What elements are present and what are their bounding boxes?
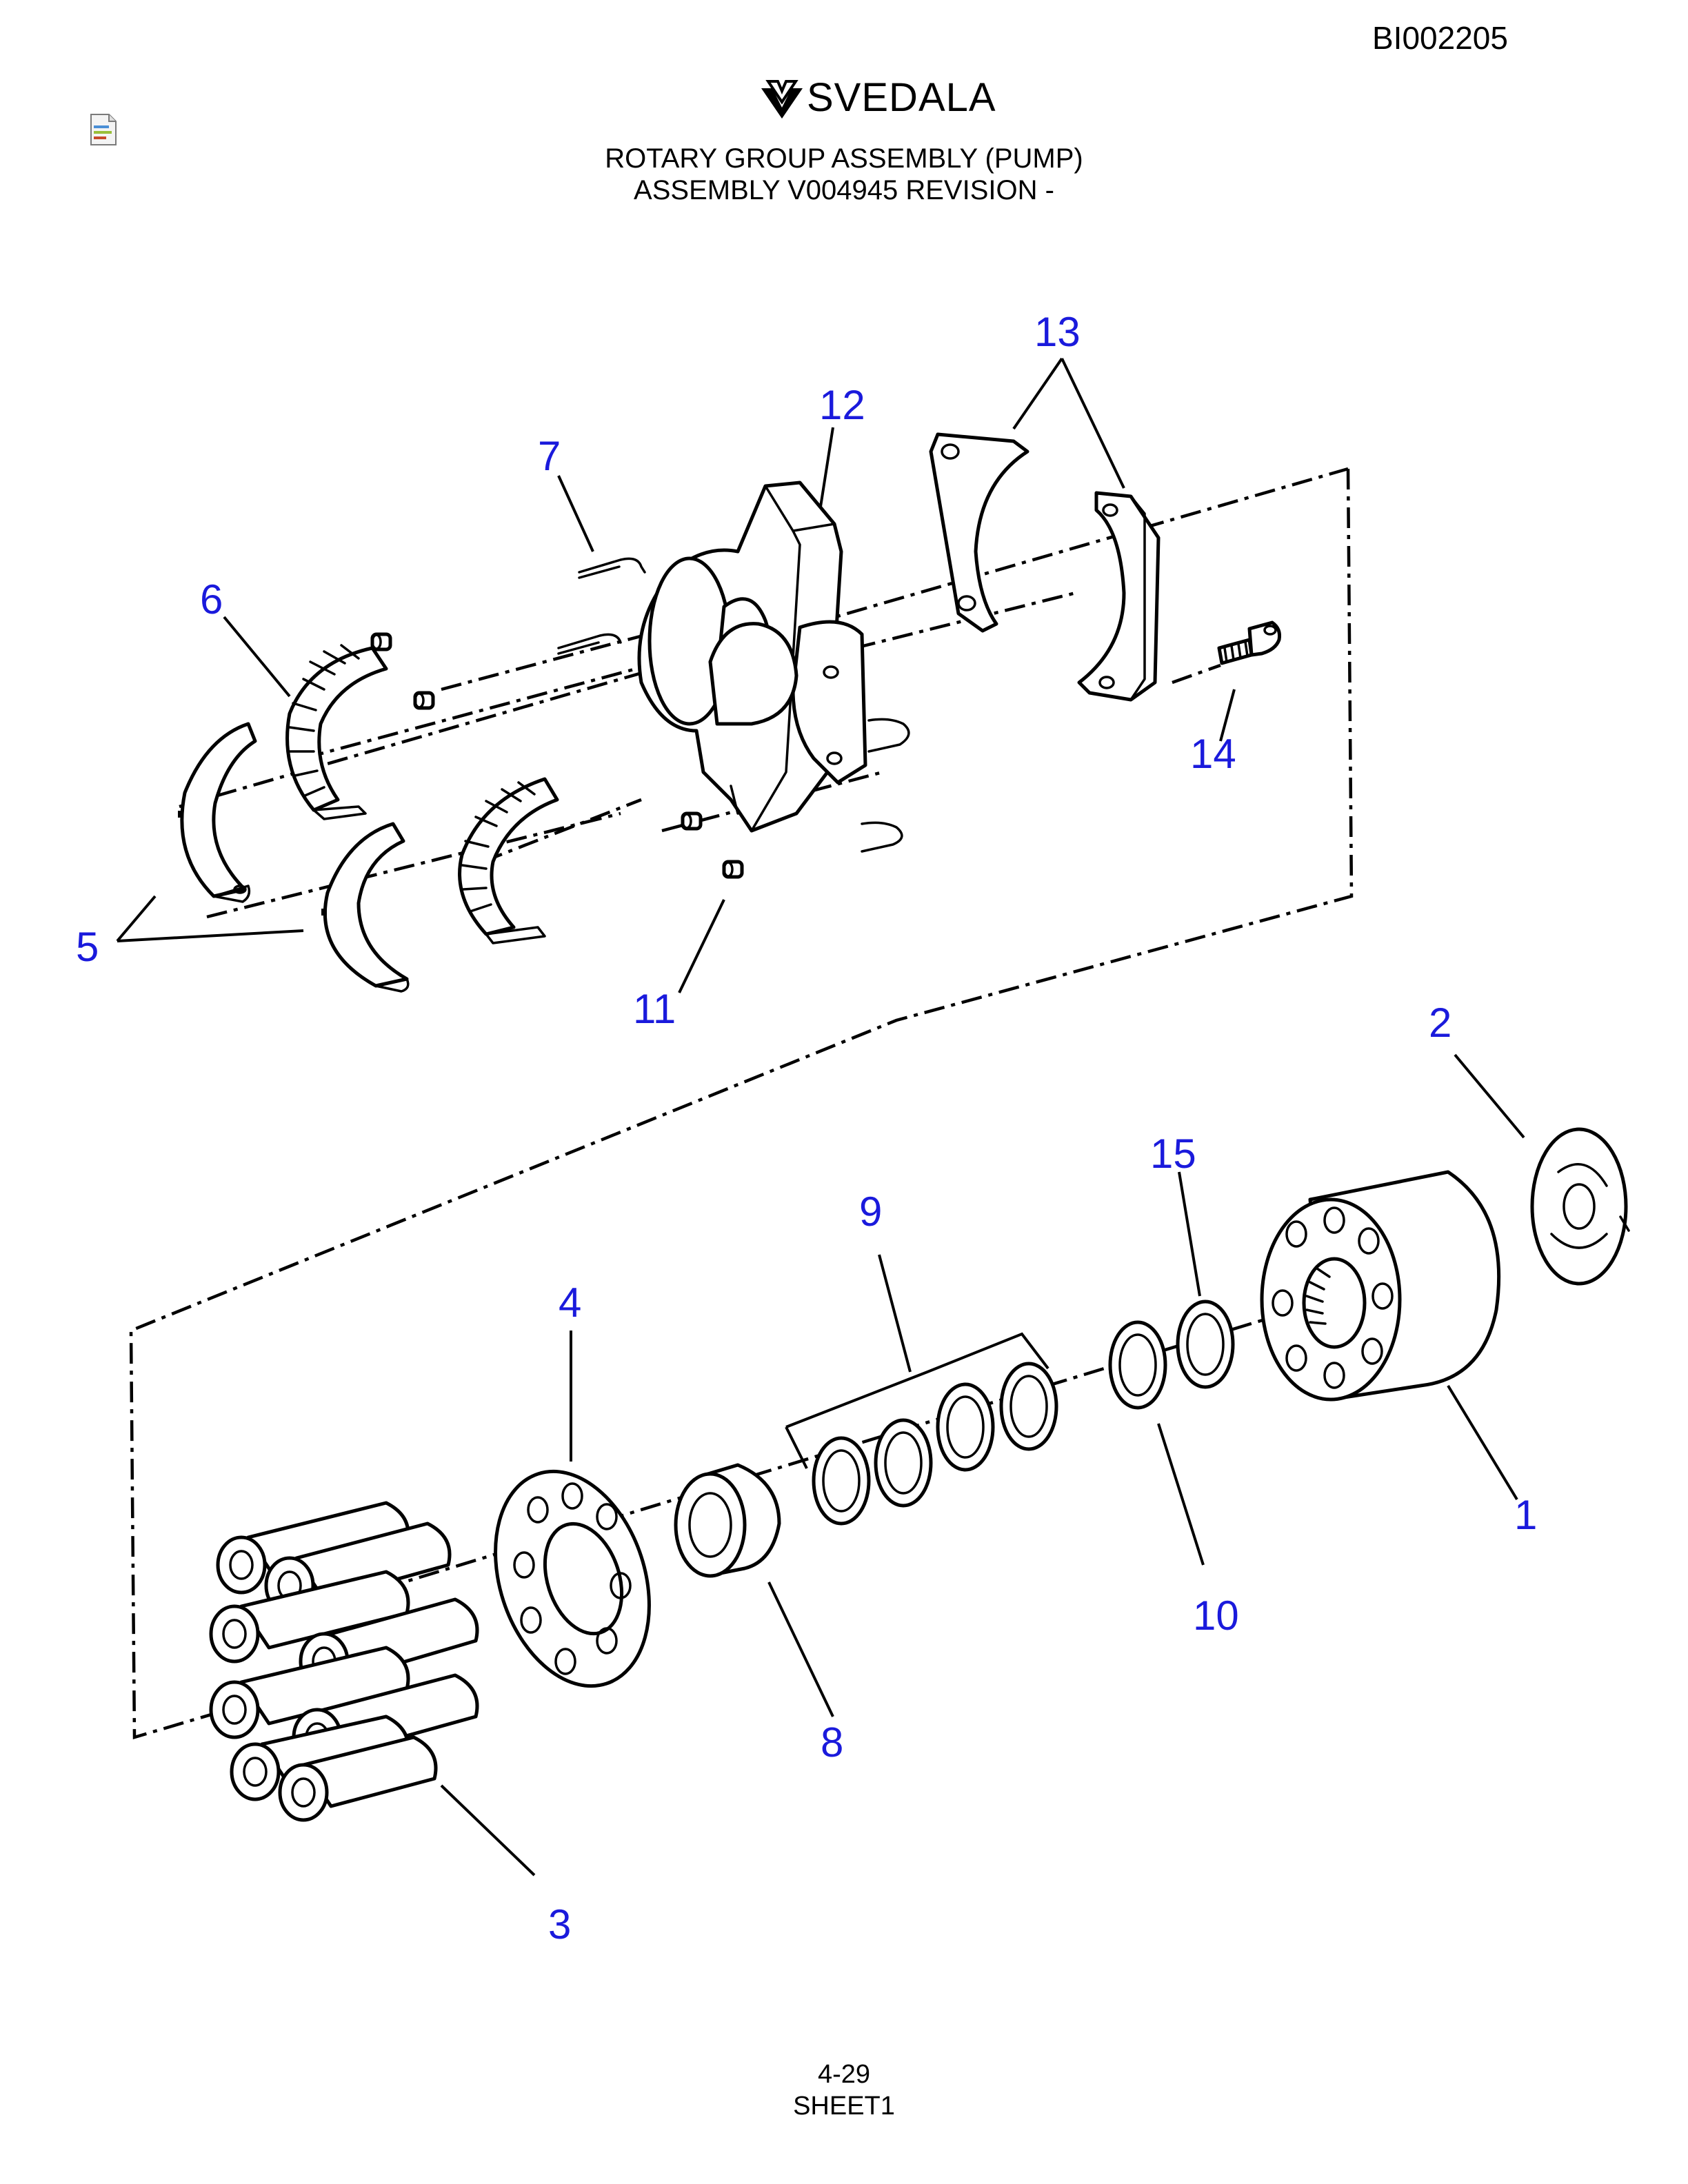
drawing-title-line-2: ASSEMBLY V004945 REVISION -	[634, 175, 1054, 205]
leader-lines	[116, 357, 1525, 1877]
disc-ring	[999, 1362, 1058, 1451]
document-icon[interactable]	[88, 113, 119, 146]
plug	[413, 691, 435, 710]
plug	[370, 632, 392, 651]
callouts: 13 12 7 6 5 11 14 2 15 9 4 1 10 8 3	[76, 309, 1537, 1948]
part-15-ring	[1176, 1300, 1235, 1389]
part-9-disc-springs	[812, 1362, 1058, 1526]
part-14-bolt	[1217, 620, 1281, 665]
callout-6: 6	[200, 576, 223, 623]
part-13-saddle-left	[929, 432, 1029, 633]
part-3-pistons	[209, 1501, 479, 1822]
callout-10: 10	[1193, 1593, 1239, 1639]
callout-11: 11	[633, 986, 676, 1032]
callout-3: 3	[548, 1901, 571, 1948]
callout-8: 8	[821, 1719, 843, 1766]
part-5-half-bearing-left	[178, 722, 257, 903]
assembly-boundary	[129, 468, 1354, 1740]
part-2-valve-plate	[1530, 1127, 1630, 1286]
part-7-retaining-pins	[557, 557, 910, 853]
page-number: 4-29	[817, 2060, 871, 2089]
part-13-saddle-right	[1077, 491, 1160, 702]
callout-12: 12	[819, 382, 865, 428]
disc-ring	[812, 1436, 871, 1526]
svedala-logo-icon	[761, 80, 803, 119]
drawing-title-line-1: ROTARY GROUP ASSEMBLY (PUMP)	[605, 143, 1083, 174]
part-11-plugs	[370, 632, 744, 879]
part-6-roller-cage-lower	[458, 777, 559, 944]
part-4-retainer-plate	[494, 1469, 651, 1688]
callout-4: 4	[559, 1280, 581, 1326]
callout-15: 15	[1150, 1131, 1196, 1177]
document-id: BI002205	[1372, 20, 1508, 56]
brand-name: SVEDALA	[807, 75, 996, 120]
callout-7: 7	[538, 433, 561, 479]
callout-5: 5	[76, 924, 99, 970]
brand-logo: SVEDALA	[758, 72, 996, 124]
disc-ring	[936, 1382, 995, 1472]
part-6-roller-cage-upper	[285, 644, 388, 820]
part-1-cylinder-block	[1260, 1170, 1501, 1402]
sheet-label: SHEET1	[793, 2092, 895, 2121]
part-5-half-bearing-right	[321, 822, 410, 993]
callout-2: 2	[1429, 1000, 1451, 1046]
plug	[722, 860, 744, 879]
disc-ring	[874, 1418, 933, 1508]
callout-14: 14	[1190, 731, 1236, 777]
part-10-ring	[1108, 1320, 1167, 1410]
part-12-swash-plate	[637, 481, 867, 833]
callout-13: 13	[1034, 309, 1081, 355]
piston	[278, 1735, 438, 1822]
callout-9: 9	[859, 1189, 882, 1235]
callout-1: 1	[1514, 1492, 1537, 1538]
part-8-spherical-bushing	[674, 1463, 781, 1578]
plug	[681, 811, 703, 831]
